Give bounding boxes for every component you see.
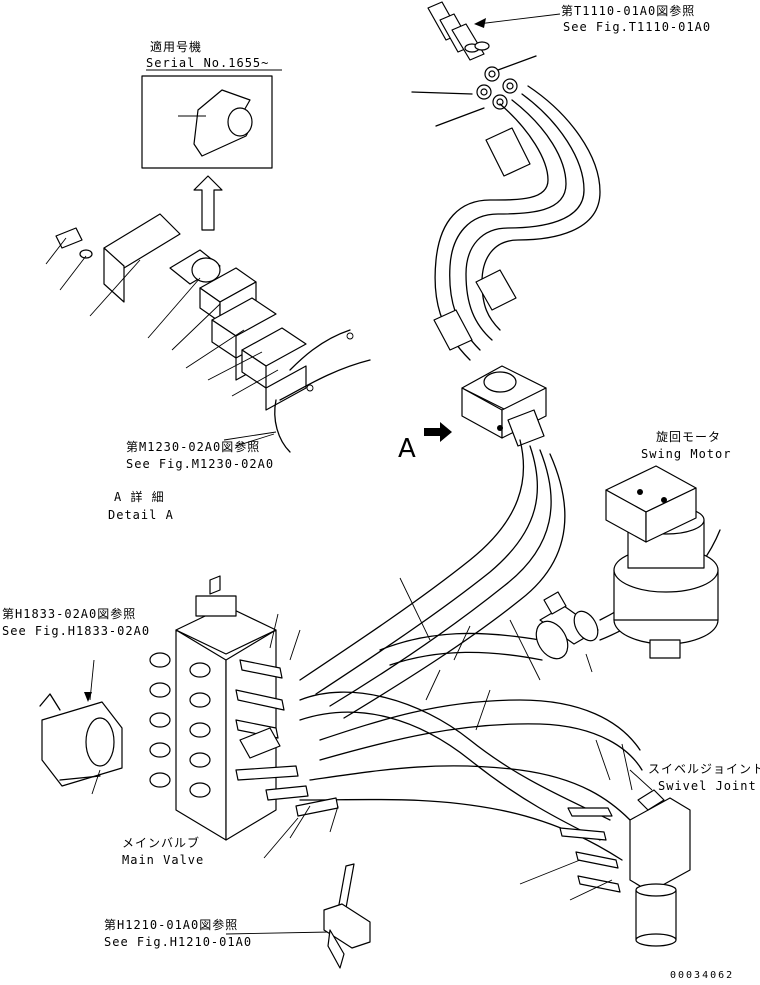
swivel-joint-jp: スイベルジョイント (648, 762, 760, 776)
swing-motor-en: Swing Motor (641, 447, 732, 461)
drawing-number: 00034062 (670, 970, 735, 981)
swing-motor-elbow-fitting (535, 591, 599, 660)
detail-a-clamp-assembly (55, 213, 371, 453)
swivel-joint (629, 789, 691, 947)
hose-end-fittings (411, 55, 537, 177)
serial-label-jp: 適用号機 (150, 40, 203, 54)
main-valve (149, 575, 339, 841)
up-arrow (193, 175, 223, 231)
ref-h1833-en: See Fig.H1833-02A0 (2, 624, 151, 638)
swivel-joint-en: Swivel Joint (658, 779, 757, 793)
detail-a-en: Detail A (108, 508, 174, 522)
marker-a-label: A (398, 434, 416, 464)
leader-lines (45, 237, 653, 935)
swing-motor (605, 465, 719, 659)
ref-m1230-jp: 第M1230-02A0図参照 (126, 440, 261, 454)
main-valve-en: Main Valve (122, 853, 205, 867)
top-connector-group (427, 1, 561, 61)
swing-motor-jp: 旋回モータ (656, 430, 722, 444)
ref-h1833-jp: 第H1833-02A0図参照 (2, 607, 137, 621)
ref-t1110-jp: 第T1110-01A0図参照 (561, 4, 696, 18)
swivel-hose-fittings (559, 807, 621, 893)
hose-bundle-lower (299, 439, 643, 861)
serial-inset-box (141, 69, 282, 169)
bottom-connector-h1210 (323, 863, 371, 969)
ref-m1230-en: See Fig.M1230-02A0 (126, 457, 275, 471)
main-valve-jp: メインバルブ (122, 836, 201, 850)
marker-a-arrow (424, 422, 452, 442)
serial-label-en: Serial No.1655~ (146, 56, 270, 70)
detail-a-jp: A 詳 細 (114, 490, 165, 504)
h1833-fitting (39, 693, 123, 787)
ref-t1110-en: See Fig.T1110-01A0 (563, 20, 712, 34)
ref-h1210-jp: 第H1210-01A0図参照 (104, 918, 239, 932)
ref-h1210-en: See Fig.H1210-01A0 (104, 935, 253, 949)
hose-clamps-upper (433, 269, 547, 447)
